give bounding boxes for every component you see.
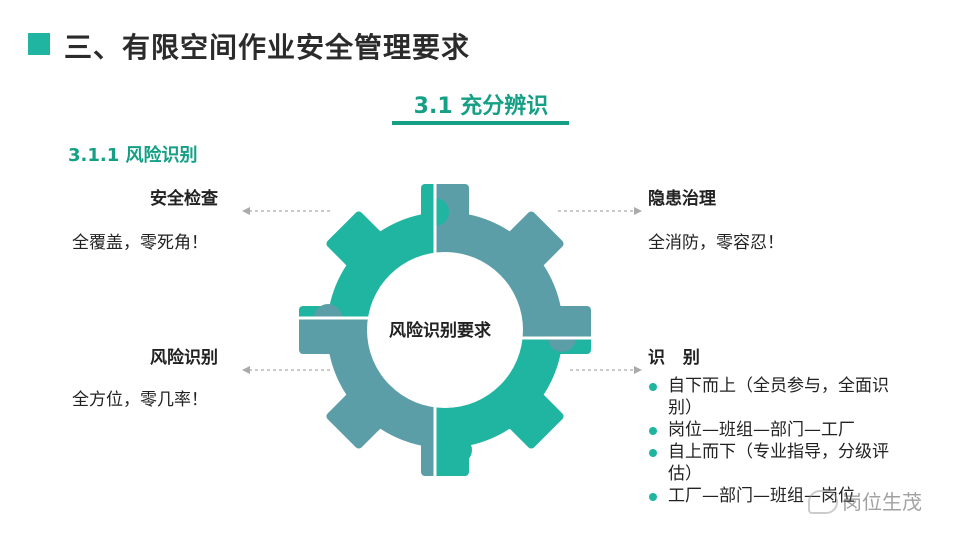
bullet-dot-icon xyxy=(649,493,657,501)
list-item: 自上而下（专业指导，分级评估） xyxy=(648,441,908,485)
risk-identification-title: 风险识别 xyxy=(150,348,218,368)
list-item: 岗位—班组—部门—工厂 xyxy=(648,419,908,441)
section-heading: 3.1 充分辨识 xyxy=(413,94,549,119)
bullet-dot-icon xyxy=(649,449,657,457)
page-title: 三、有限空间作业安全管理要求 xyxy=(64,31,471,64)
bullet-dot-icon xyxy=(649,427,657,435)
arrowhead-left-icon xyxy=(242,207,250,215)
subsection-heading: 3.1.1 风险识别 xyxy=(68,145,198,166)
gear-center-hole xyxy=(367,252,523,408)
hazard-governance-text: 全消防，零容忍！ xyxy=(648,233,784,253)
identification-title: 识 别 xyxy=(648,348,706,368)
safety-inspection-text: 全覆盖，零死角！ xyxy=(72,233,208,253)
gear-diagram xyxy=(290,170,600,490)
wechat-icon xyxy=(808,490,838,514)
safety-inspection-title: 安全检查 xyxy=(150,189,218,209)
bullet-dot-icon xyxy=(649,383,657,391)
hazard-governance-title: 隐患治理 xyxy=(648,189,716,209)
arrowhead-right-icon xyxy=(634,366,642,374)
arrowhead-left-icon xyxy=(242,366,250,374)
list-item: 自下而上（全员参与，全面识别） xyxy=(648,375,908,419)
title-accent-square xyxy=(28,33,50,55)
gear-center-label: 风险识别要求 xyxy=(389,321,491,341)
arrowhead-right-icon xyxy=(634,207,642,215)
watermark-text: 岗位生茂 xyxy=(842,490,922,514)
section-underline xyxy=(392,121,569,125)
gear-icon xyxy=(290,170,600,490)
risk-identification-text: 全方位，零几率！ xyxy=(72,390,208,410)
